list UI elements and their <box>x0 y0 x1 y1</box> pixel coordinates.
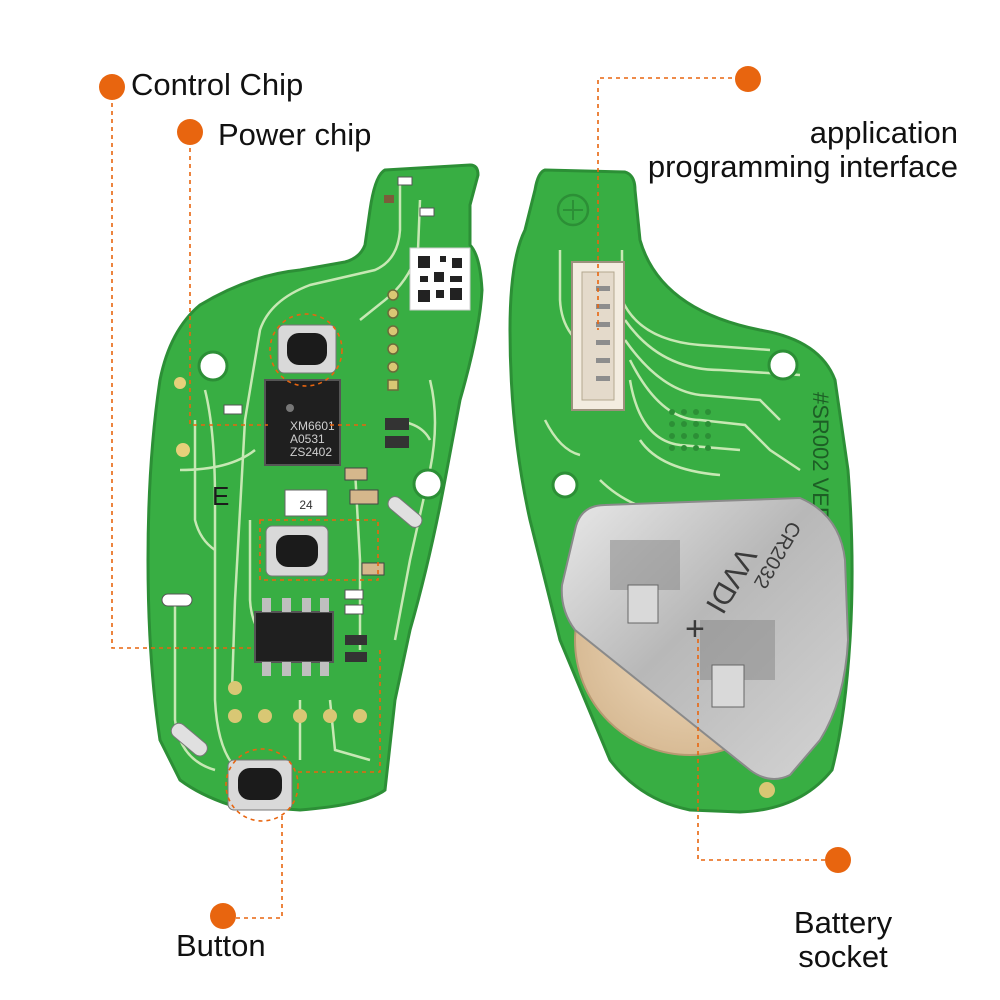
crystal-icon: 24 <box>299 498 313 512</box>
battery-holder: VVDI CR2032 + <box>560 496 850 780</box>
api-label-line-2: programming interface <box>647 149 958 185</box>
tactile-button <box>265 525 329 577</box>
api-label: application programming interface <box>647 115 958 185</box>
power-chip-marker-icon <box>177 119 203 145</box>
via-pad <box>174 377 186 389</box>
api-marker-icon <box>735 66 761 92</box>
control-chip-marker-icon <box>99 74 125 100</box>
via-grid <box>669 409 711 451</box>
power-chip-label: Power chip <box>218 117 372 152</box>
front-board: 24 E XM6601 A0531 ZS2402 <box>146 163 484 812</box>
battery-label-line-1: Battery <box>793 905 893 940</box>
battery-socket-label: Battery socket <box>788 905 898 975</box>
mounting-hole <box>551 471 579 499</box>
tactile-button <box>277 324 337 374</box>
logo-mark <box>563 200 583 220</box>
button-highlight <box>269 313 343 387</box>
control-chip-leader <box>111 95 255 649</box>
callout-lines <box>111 77 825 919</box>
battery-leader <box>697 635 825 861</box>
mcu-chip: XM6601 A0531 ZS2402 <box>264 379 341 466</box>
chip-marking-1: XM6601 <box>290 419 335 433</box>
via-pad <box>759 782 775 798</box>
power-chip <box>254 598 334 676</box>
via-pad <box>176 443 190 457</box>
tactile-button <box>227 759 293 811</box>
button-highlight <box>259 519 379 581</box>
battery-label-line-2: socket <box>798 939 888 975</box>
power-chip-leader <box>189 140 268 426</box>
chip-marking-3: ZS2402 <box>290 445 332 459</box>
qr-code-icon <box>409 247 471 311</box>
header-pins <box>387 289 399 391</box>
gold-pads <box>228 681 367 723</box>
button-marker-icon <box>210 903 236 929</box>
mounting-hole <box>412 468 444 500</box>
mounting-hole <box>767 349 799 381</box>
programming-connector <box>571 261 625 411</box>
button-label: Button <box>176 928 266 963</box>
button-leader <box>236 812 283 919</box>
mounting-hole <box>197 350 229 382</box>
silk-letter: E <box>212 481 229 511</box>
button-leader <box>298 650 381 773</box>
polarity-mark: + <box>685 610 705 648</box>
logo-mark <box>556 193 590 227</box>
control-chip-label: Control Chip <box>131 67 304 102</box>
back-board: #SR002 VER2.0 VVDI CR2032 + <box>508 168 854 814</box>
front-smd-parts: 24 E <box>161 176 435 757</box>
api-label-line-1: application <box>809 115 958 150</box>
button-highlight <box>225 748 299 822</box>
battery-marker-icon <box>825 847 851 873</box>
chip-marking-2: A0531 <box>290 432 325 446</box>
